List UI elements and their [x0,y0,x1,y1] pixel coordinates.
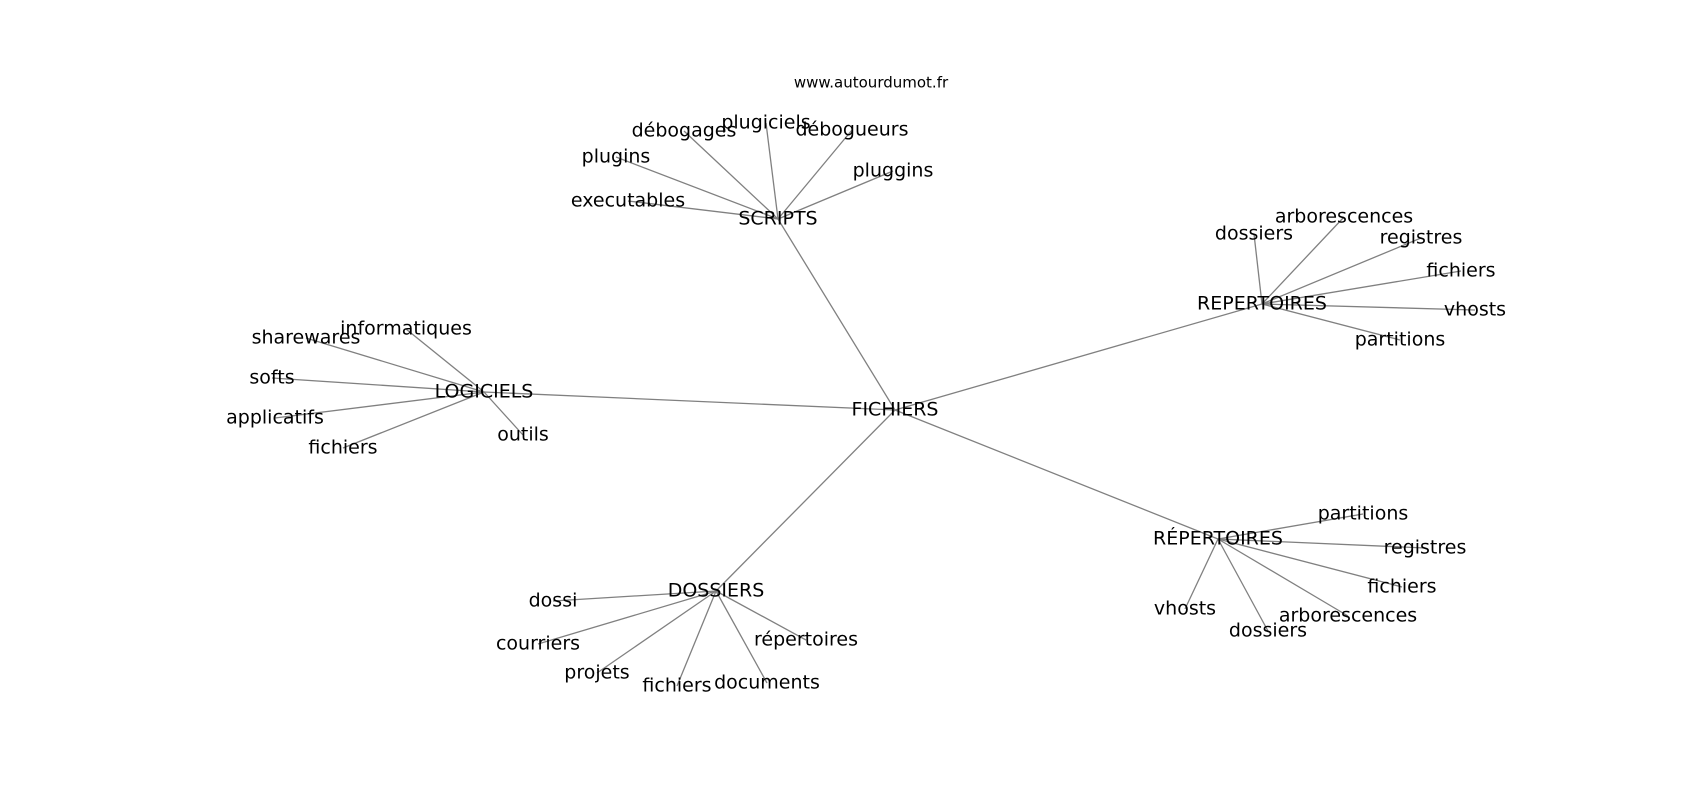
edge-logiciels-to-sharewares [305,337,485,393]
edge-repertoires-to-partitions [1217,513,1364,540]
edge-repertoires-to-registres [1217,538,1426,549]
edge-root-to-logiciels [483,391,896,411]
node-leaf-repertoires-vhosts: vhosts [1154,598,1216,620]
graph-edges [271,122,1476,687]
edge-repertoires-to-registres [1261,237,1422,305]
node-hub-dossiers: DOSSIERS [668,580,765,602]
edge-dossiers-to-fichiers [676,590,717,687]
node-leaf-logiciels-softs: softs [249,367,294,389]
edge-logiciels-to-applicatifs [274,391,485,419]
node-hub-repertoires: RÉPERTOIRES [1153,527,1283,550]
node-leaf-logiciels-sharewares: sharewares [252,327,361,349]
node-leaf-repertoires-fichiers: fichiers [1367,576,1436,598]
node-leaf-scripts-executables: executables [571,190,685,212]
edge-root-to-scripts [777,218,896,411]
graph-labels: FICHIERS SCRIPTS débogagesplugicielsdébogu… [226,112,1506,697]
node-hub-repertoires: REPERTOIRES [1197,293,1327,315]
node-leaf-logiciels-applicatifs: applicatifs [226,407,324,429]
edge-scripts-to-pluggins [777,170,894,220]
edge-logiciels-to-fichiers [342,391,485,449]
edge-scripts-to-plugins [615,156,779,220]
edge-dossiers-to-courriers [537,590,717,645]
node-leaf-repertoires-arborescences: arborescences [1275,206,1413,228]
edge-repertoires-to-fichiers [1261,270,1462,305]
node-leaf-repertoires-dossiers: dossiers [1215,223,1293,245]
node-leaf-scripts-plugins: plugins [582,146,651,168]
edge-root-to-repertoires [894,409,1219,540]
node-leaf-dossiers-dossi: dossi [529,590,578,612]
node-leaf-repertoires-dossiers: dossiers [1229,620,1307,642]
edge-scripts-to-debogueurs [777,129,853,220]
node-hub-logiciels: LOGICIELS [435,381,534,403]
edge-root-to-dossiers [715,409,896,592]
node-leaf-dossiers-documents: documents [714,672,820,694]
node-leaf-repertoires-partitions: partitions [1318,503,1409,525]
node-leaf-repertoires-vhosts: vhosts [1444,299,1506,321]
edge-scripts-to-executables [627,200,779,220]
edge-scripts-to-plugiciels [765,122,779,220]
edge-repertoires-to-dossiers [1217,538,1269,632]
edge-repertoires-to-vhosts [1261,303,1476,311]
node-leaf-logiciels-fichiers: fichiers [308,437,377,459]
node-leaf-repertoires-arborescences: arborescences [1279,605,1417,627]
edge-repertoires-to-partitions [1261,303,1401,341]
node-leaf-repertoires-registres: registres [1384,537,1467,559]
edge-dossiers-to-repertoires [715,590,807,641]
node-leaf-repertoires-fichiers: fichiers [1426,260,1495,282]
node-leaf-dossiers-repertoires: répertoires [754,629,858,651]
edge-scripts-to-debogages [683,130,779,220]
node-leaf-dossiers-courriers: courriers [496,633,580,655]
node-leaf-scripts-plugiciels: plugiciels [721,112,810,134]
edge-repertoires-to-arborescences [1261,216,1345,305]
node-leaf-scripts-pluggins: pluggins [853,160,934,182]
node-leaf-scripts-debogueurs: débogueurs [796,119,909,141]
edge-repertoires-to-vhosts [1184,538,1219,610]
edge-root-to-repertoires [894,303,1263,411]
edge-logiciels-to-softs [271,377,485,393]
node-hub-scripts: SCRIPTS [738,208,817,230]
edge-dossiers-to-projets [596,590,717,674]
edge-dossiers-to-dossi [552,590,717,602]
edge-dossiers-to-documents [715,590,768,684]
node-leaf-logiciels-informatiques: informatiques [340,318,472,340]
node-leaf-logiciels-outils: outils [497,424,549,446]
node-leaf-repertoires-partitions: partitions [1355,329,1446,351]
edge-repertoires-to-fichiers [1217,538,1403,588]
node-leaf-dossiers-fichiers: fichiers [642,675,711,697]
edge-logiciels-to-outils [483,391,524,436]
node-leaf-repertoires-registres: registres [1380,227,1463,249]
node-root-fichiers: FICHIERS [852,399,939,421]
edge-repertoires-to-arborescences [1217,538,1349,617]
node-leaf-dossiers-projets: projets [564,662,629,684]
node-leaf-scripts-debogages: débogages [632,120,737,142]
watermark-text: www.autourdumot.fr [794,74,949,92]
edge-logiciels-to-informatiques [405,328,485,393]
edge-repertoires-to-dossiers [1253,233,1263,305]
